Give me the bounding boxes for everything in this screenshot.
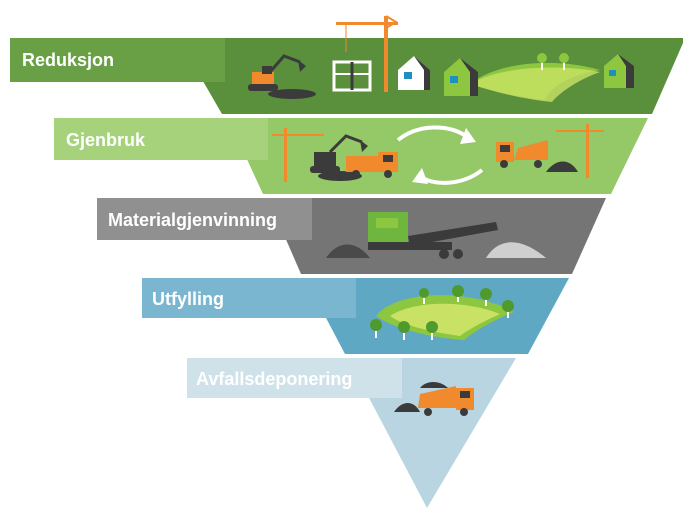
level-tab-reduksjon: [10, 38, 225, 82]
level-tab-gjenbruk: [54, 118, 268, 160]
gravel-pile-icon: [486, 242, 546, 258]
house-icon: [604, 54, 634, 88]
construction-crane-icon: [272, 128, 324, 182]
excavator-icon: [248, 54, 316, 99]
house-icon: [444, 58, 478, 96]
excavator-icon: [310, 134, 368, 181]
level-label-reduksjon: Reduksjon: [22, 50, 115, 70]
level-label-utfylling: Utfylling: [152, 289, 224, 309]
tree-icon: [370, 285, 514, 340]
field-icon: [376, 295, 514, 340]
level-materialgjenvinning: [97, 198, 606, 274]
level-tab-avfallsdeponering: [187, 358, 402, 398]
level-reduksjon: [10, 15, 683, 114]
gravel-pile-icon: [394, 382, 448, 412]
level-label-gjenbruk: Gjenbruk: [66, 130, 146, 150]
truck-icon: [496, 140, 548, 168]
recycle-arrows-icon: [396, 125, 484, 185]
tree-icon: [537, 53, 569, 70]
level-utfylling: [142, 278, 569, 354]
construction-crane-icon: [336, 15, 398, 92]
gravel-pile-icon: [546, 161, 578, 172]
level-tab-materialgjenvinning: [97, 198, 312, 240]
level-label-materialgjenvinning: Materialgjenvinning: [108, 210, 278, 230]
level-avfallsdeponering: [187, 358, 516, 508]
truck-icon: [346, 152, 398, 178]
building-frame-icon: [332, 60, 372, 92]
level-tab-utfylling: [142, 278, 356, 318]
crushing-plant-icon: [368, 212, 498, 259]
field-icon: [470, 62, 600, 102]
construction-crane-icon: [556, 124, 604, 178]
truck-icon: [418, 386, 474, 416]
house-icon: [398, 56, 430, 90]
gravel-pile-icon: [326, 244, 370, 258]
level-label-avfallsdeponering: Avfallsdeponering: [196, 369, 353, 389]
level-gjenbruk: [54, 118, 648, 194]
